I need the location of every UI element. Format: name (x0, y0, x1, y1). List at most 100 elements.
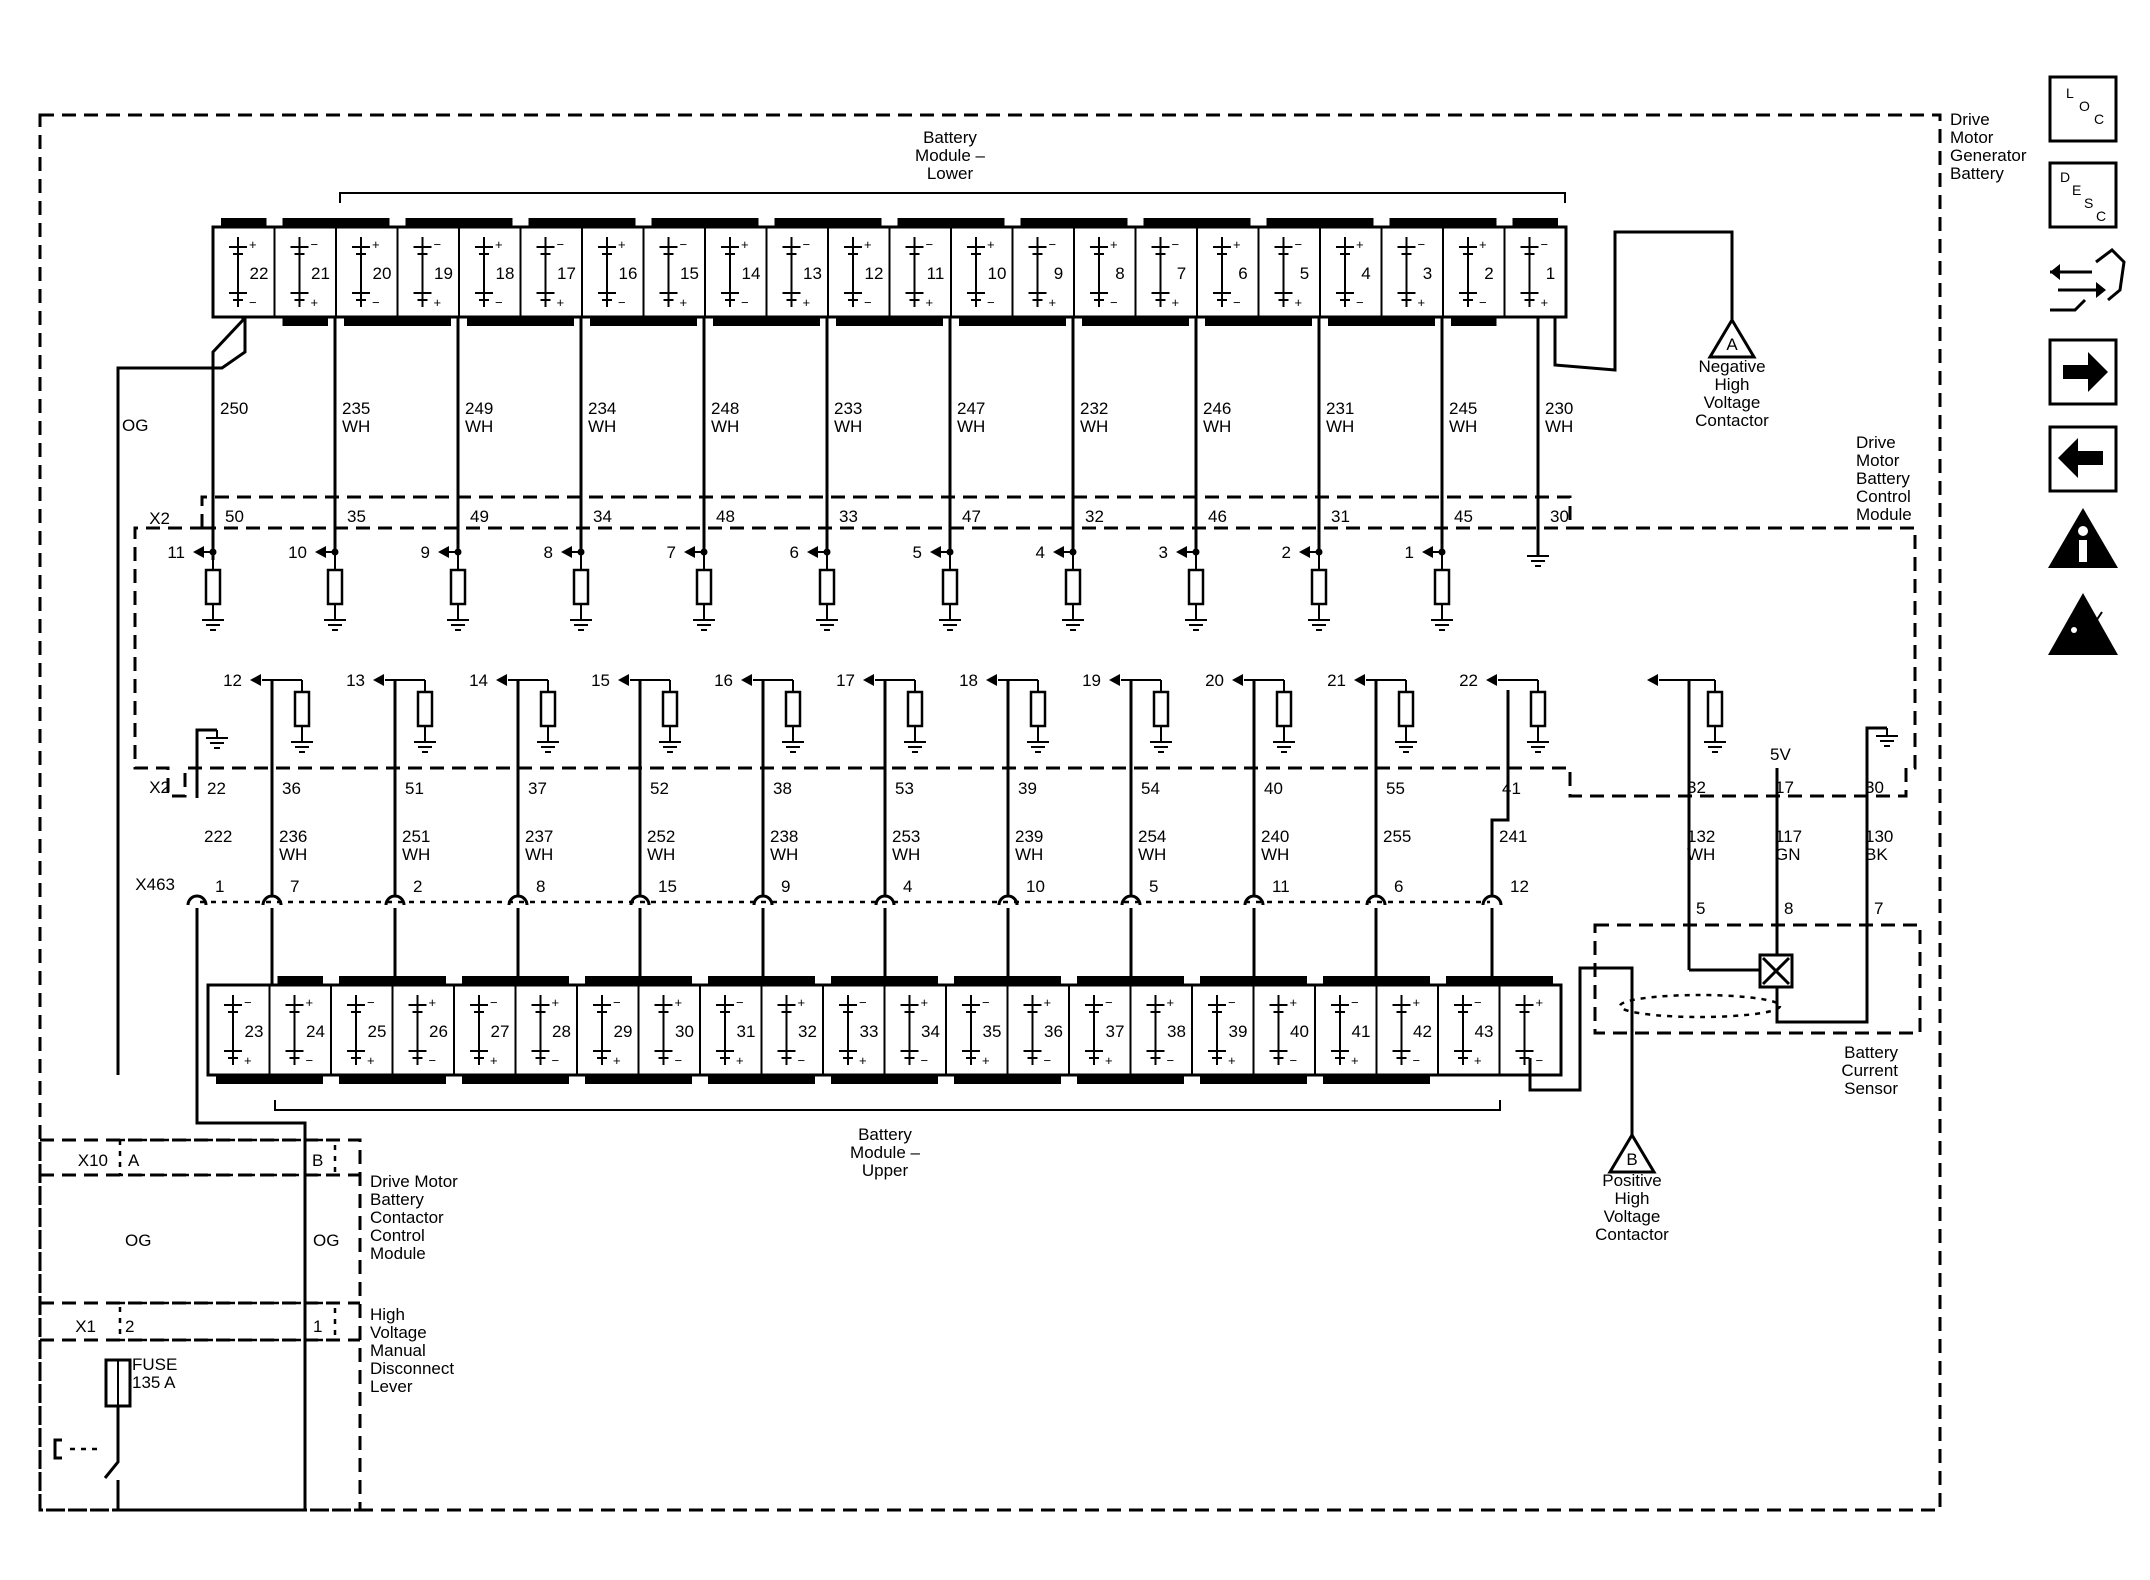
loc-button[interactable]: LOC (2048, 75, 2118, 143)
x463-pin: 2 (413, 877, 422, 896)
svg-text:+: + (1479, 237, 1487, 252)
circuit-number: 238 (770, 827, 798, 846)
svg-text:−: − (552, 1053, 560, 1068)
x463-pin: 4 (903, 877, 912, 896)
cell-number: 22 (250, 264, 269, 283)
circuit-number: 130 (1865, 827, 1893, 846)
battery-cell: −+15 (642, 227, 699, 317)
cell-number: 10 (988, 264, 1007, 283)
connector-x10: X10 (78, 1151, 108, 1170)
cell-number: 29 (614, 1022, 633, 1041)
cell-number: 39 (1229, 1022, 1248, 1041)
svg-text:+: + (1413, 995, 1421, 1010)
high-voltage-warning-icon (2048, 593, 2118, 655)
channel-number: 21 (1327, 671, 1346, 690)
circuit-number: 241 (1499, 827, 1527, 846)
battery-cell: −+13 (765, 227, 822, 317)
next-arrow-button[interactable] (2048, 338, 2118, 406)
connector-icon[interactable] (2050, 248, 2126, 312)
channel-number: 6 (790, 543, 799, 562)
svg-text:−: − (1167, 1053, 1175, 1068)
svg-text:+: + (1418, 295, 1426, 310)
channel-number: 7 (667, 543, 676, 562)
circuit-number: 239 (1015, 827, 1043, 846)
cell-number: 5 (1300, 264, 1309, 283)
svg-text:+: + (552, 995, 560, 1010)
wire-color-og-a: OG (125, 1231, 151, 1250)
battery-cell: − +25 (330, 985, 387, 1075)
svg-text:+: + (613, 1053, 621, 1068)
x463-pin: 1 (215, 877, 224, 896)
x2-pin: 50 (225, 507, 244, 526)
x10-pin-b: B (312, 1151, 323, 1170)
svg-text:+: + (1295, 295, 1303, 310)
svg-text:−: − (987, 295, 995, 310)
cell-number: 12 (865, 264, 884, 283)
svg-text:+: + (367, 1053, 375, 1068)
cell-number: 37 (1106, 1022, 1125, 1041)
svg-text:−: − (372, 295, 380, 310)
x2-pin: 37 (528, 779, 547, 798)
x2-pin: 32 (1687, 778, 1706, 797)
cell-number: 3 (1423, 264, 1432, 283)
x1-pin-1: 1 (313, 1317, 322, 1336)
channel-number: 1 (1405, 543, 1414, 562)
circuit-number: 222 (204, 827, 232, 846)
battery-cell: −+31 (699, 985, 756, 1075)
ref-letter: A (1726, 335, 1738, 354)
x2-pin: 36 (282, 779, 301, 798)
x2-pin: 32 (1085, 507, 1104, 526)
channel-number: 8 (544, 543, 553, 562)
sensor-pin: 7 (1874, 899, 1883, 918)
cell-number: 1 (1546, 264, 1555, 283)
channel-number: 16 (714, 671, 733, 690)
svg-text:−: − (1049, 237, 1057, 252)
battery-module-lower: +−22−+21+−20−+19+−18−+17+−16−+15+−14−+13… (211, 218, 1568, 326)
cell-number: 31 (737, 1022, 756, 1041)
svg-text:−: − (244, 995, 252, 1010)
circuit-number: 231 (1326, 399, 1354, 418)
svg-text:+: + (244, 1053, 252, 1068)
connector-x2-top: X2 (149, 509, 170, 528)
svg-text:−: − (1295, 237, 1303, 252)
battery-cell: +−38 (1129, 985, 1186, 1075)
battery-cell: −+35 (945, 985, 1001, 1075)
connector-x2-bottom: X2 (149, 778, 170, 797)
circuit-number: 255 (1383, 827, 1411, 846)
svg-text:−: − (557, 237, 565, 252)
circuit-number: 237 (525, 827, 553, 846)
svg-text:+: + (864, 237, 872, 252)
svg-text:−: − (1110, 295, 1118, 310)
battery-cell: +−10 (950, 227, 1007, 317)
battery-control-module-frame (133, 495, 1917, 798)
x463-pin: 11 (1272, 877, 1290, 896)
svg-text:−: − (1413, 1053, 1421, 1068)
sensor-coil (1618, 993, 1782, 1019)
x1-pin-2: 2 (125, 1317, 134, 1336)
svg-text:+: + (1474, 1053, 1482, 1068)
svg-text:+: + (1536, 995, 1544, 1010)
cell-number: 25 (368, 1022, 387, 1041)
battery-cell: −+23 (224, 995, 263, 1068)
wire-color: WH (1261, 845, 1289, 864)
cell-number: 41 (1352, 1022, 1371, 1041)
sensor-pin: 8 (1784, 899, 1793, 918)
svg-text:−: − (618, 295, 626, 310)
svg-text:−: − (1233, 295, 1241, 310)
battery-cell: +−8 (1073, 227, 1125, 317)
channel-number: 9 (421, 543, 430, 562)
svg-text:−: − (1479, 295, 1487, 310)
x2-pin: 47 (962, 507, 981, 526)
svg-text:−: − (1290, 1053, 1298, 1068)
svg-text:−: − (367, 995, 375, 1010)
back-arrow-button[interactable] (2048, 425, 2118, 493)
circuit-number: 253 (892, 827, 920, 846)
cell-number: 19 (434, 264, 453, 283)
